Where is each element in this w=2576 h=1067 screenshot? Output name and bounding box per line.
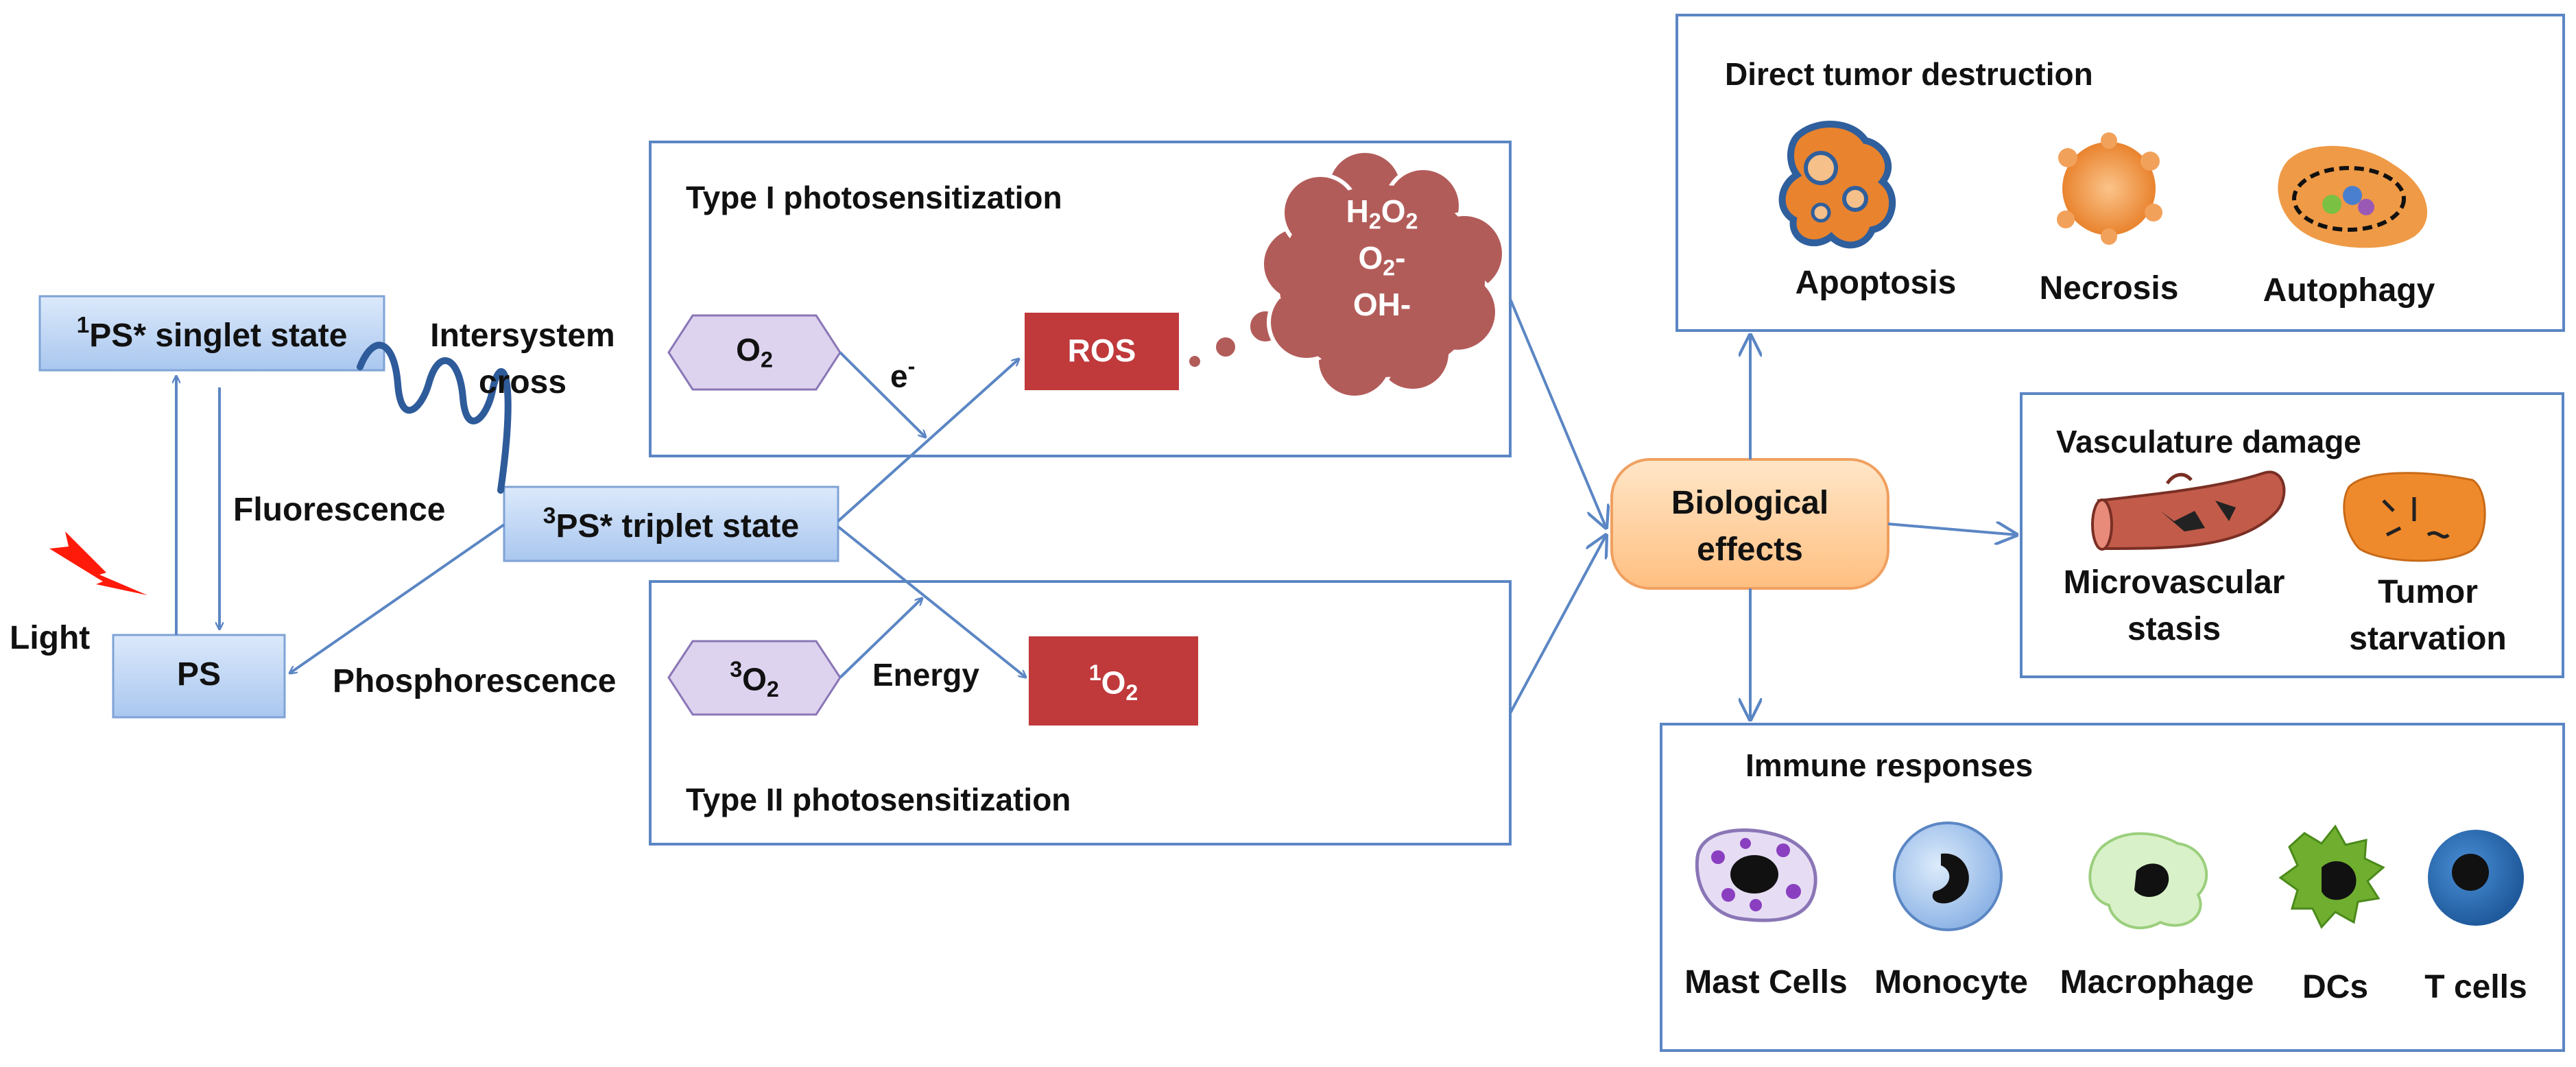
light-label: Light xyxy=(10,620,91,656)
triplet-o2-sub: 2 xyxy=(766,676,779,702)
immune-panel xyxy=(1660,723,2565,1052)
necrosis-icon xyxy=(2057,132,2162,245)
monocyte-label: Monocyte xyxy=(1874,964,2028,1000)
type2-title: Type II photosensitization xyxy=(686,782,1071,817)
vascular-panel xyxy=(2020,392,2564,678)
electron-sup: - xyxy=(907,354,916,379)
fluorescence-label: Fluorescence xyxy=(233,492,446,528)
electron-main: e xyxy=(890,358,908,394)
dcs-label: DCs xyxy=(2302,969,2369,1005)
autophagy-label: Autophagy xyxy=(2263,272,2435,309)
immune-title: Immune responses xyxy=(1745,747,2034,783)
triplet-state-text: PS* triplet state xyxy=(556,508,800,545)
cloud-line2: O2- xyxy=(1276,240,1488,281)
thought-dot-small xyxy=(1186,353,1203,370)
monocyte-icon xyxy=(1893,822,2003,931)
phosphorescence-label: Phosphorescence xyxy=(333,663,617,699)
triplet-o2-main: O xyxy=(742,661,767,697)
intersystem-label-line1: Intersystem xyxy=(430,317,615,354)
bio-label-line1: Biological xyxy=(1671,485,1829,521)
ground-state-box xyxy=(112,634,286,719)
triplet-o2-sup: 3 xyxy=(730,657,743,682)
bio-to-vascular-arrow xyxy=(1887,524,2017,535)
o2-main: O xyxy=(736,332,761,368)
reactive-species-cloud xyxy=(1260,149,1506,400)
o2-sub: 2 xyxy=(760,347,773,372)
type1-to-bio-arrow xyxy=(1509,298,1606,528)
singlet-oxygen-sub: 2 xyxy=(1125,680,1138,705)
triplet-state-label: 3PS* triplet state xyxy=(504,503,838,545)
singlet-state-label: 1PS* singlet state xyxy=(40,313,384,355)
triplet-state-superscript: 3 xyxy=(542,503,556,529)
cloud-o-sub: 2 xyxy=(1405,208,1418,234)
mast-cell-icon xyxy=(1695,828,1817,922)
mast-cells-label: Mast Cells xyxy=(1684,964,1848,1000)
triplet-o2-label: 3O2 xyxy=(686,657,823,702)
intersystem-label-line2: cross xyxy=(478,364,567,400)
energy-label: Energy xyxy=(872,657,979,693)
cloud-h: H xyxy=(1346,193,1369,229)
cloud-o: O xyxy=(1381,193,1406,229)
direct-title: Direct tumor destruction xyxy=(1725,56,2093,92)
tumor-starvation-label-line1: Tumor xyxy=(2378,574,2478,610)
triplet-to-singlet-oxygen-arrow xyxy=(837,525,1026,678)
type2-to-bio-arrow xyxy=(1509,535,1606,714)
cloud-superoxide-charge: - xyxy=(1395,240,1406,276)
tumor-starvation-icon xyxy=(2343,472,2486,562)
cloud-line3: OH- xyxy=(1352,287,1411,322)
ground-state-label: PS xyxy=(176,656,222,693)
cloud-line1: H2O2 xyxy=(1276,193,1488,235)
dendritic-cell-icon xyxy=(2278,824,2385,929)
ros-label: ROS xyxy=(1067,333,1136,368)
triplet-o2-to-energy-arrow xyxy=(839,598,922,679)
apoptosis-label: Apoptosis xyxy=(1795,265,1957,301)
microvascular-label-line2: stasis xyxy=(2127,611,2221,647)
macrophage-icon xyxy=(2088,832,2208,930)
autophagy-icon xyxy=(2278,145,2428,248)
electron-label: e- xyxy=(890,354,915,394)
tumor-starvation-label-line2: starvation xyxy=(2349,621,2507,657)
bio-label-line2: effects xyxy=(1697,531,1803,568)
cloud-superoxide-sub: 2 xyxy=(1383,255,1396,280)
ros-box xyxy=(1025,313,1179,390)
direct-panel xyxy=(1675,14,2565,332)
vascular-title: Vasculature damage xyxy=(2056,424,2361,459)
singlet-oxygen-box xyxy=(1029,636,1198,726)
apoptosis-icon xyxy=(1778,121,1896,249)
thought-dot-medium xyxy=(1213,335,1238,359)
lightning-icon xyxy=(49,531,147,595)
singlet-state-superscript: 1 xyxy=(76,313,90,338)
singlet-oxygen-main: O xyxy=(1101,664,1126,701)
microvascular-stasis-icon xyxy=(2091,470,2286,551)
microvascular-label-line1: Microvascular xyxy=(2063,564,2285,601)
singlet-oxygen-label: 1O2 xyxy=(1029,660,1198,706)
type1-title: Type I photosensitization xyxy=(686,180,1062,215)
singlet-oxygen-sup: 1 xyxy=(1088,660,1101,685)
macrophage-label: Macrophage xyxy=(2060,964,2254,1000)
intersystem-crossing-squiggle xyxy=(357,341,512,494)
triplet-to-ros-arrow xyxy=(837,359,1019,523)
singlet-state-box xyxy=(38,295,385,372)
t-cells-label: T cells xyxy=(2424,969,2527,1005)
o2-label: O2 xyxy=(686,332,823,373)
t-cell-icon xyxy=(2428,830,2524,926)
o2-to-electron-arrow xyxy=(839,351,926,437)
singlet-state-text: PS* singlet state xyxy=(89,317,348,355)
triplet-state-box xyxy=(503,485,839,562)
cloud-superoxide-o: O xyxy=(1358,240,1383,276)
cloud-h-sub: 2 xyxy=(1368,208,1381,234)
phosphorescence-arrow xyxy=(289,523,505,673)
necrosis-label: Necrosis xyxy=(2039,270,2179,307)
